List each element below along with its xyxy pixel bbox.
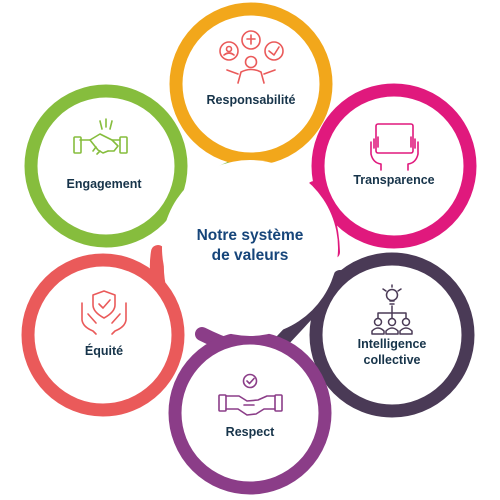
petal-engagement: Engagement xyxy=(24,84,188,248)
transparent-tablet-icon xyxy=(370,123,419,171)
petal-respect: Respect xyxy=(168,331,332,495)
shield-hands-icon xyxy=(81,290,127,335)
label-intelligence-line1: Intelligence xyxy=(358,337,427,351)
handshake-icon xyxy=(73,118,128,155)
petal-transparence: Transparence xyxy=(311,83,477,249)
petal-responsabilite: Responsabilité xyxy=(169,2,333,166)
handshake-check-icon xyxy=(218,373,283,416)
label-engagement: Engagement xyxy=(66,177,142,191)
petal-equite: Équité xyxy=(21,253,185,417)
label-equite: Équité xyxy=(85,343,123,358)
center-hub: Notre système de valeurs xyxy=(162,160,338,336)
label-responsabilite: Responsabilité xyxy=(207,93,296,107)
center-title-line2: de valeurs xyxy=(212,247,289,264)
collective-idea-network-icon xyxy=(371,284,413,335)
petal-intelligence-collective: Intelligence collective xyxy=(309,252,475,418)
label-intelligence-line2: collective xyxy=(364,353,421,367)
center-title-line1: Notre système xyxy=(197,227,304,244)
label-transparence: Transparence xyxy=(353,173,434,187)
team-responsibility-icon xyxy=(219,30,284,84)
label-respect: Respect xyxy=(226,425,275,439)
